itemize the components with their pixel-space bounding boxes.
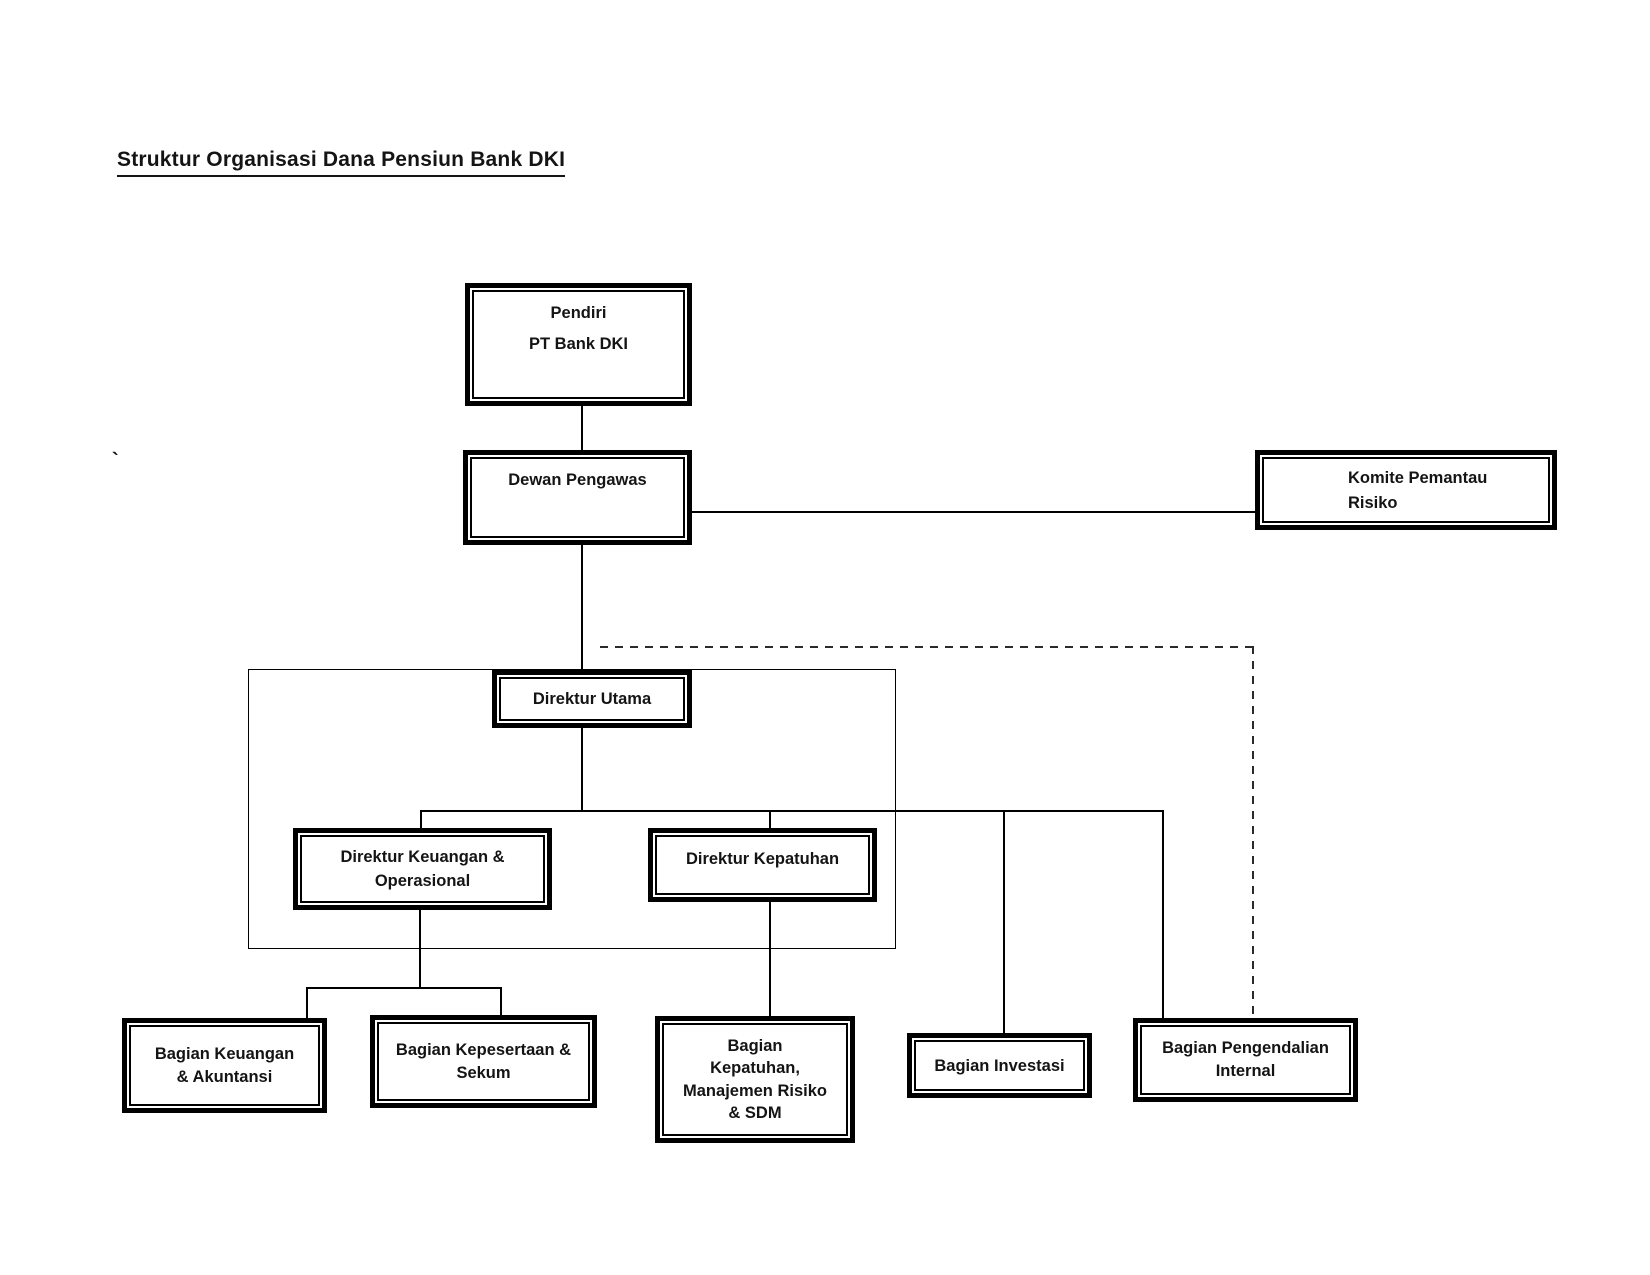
branch-line-direksi bbox=[420, 810, 1163, 812]
stub-branch-direktur-kepatuhan bbox=[769, 812, 771, 830]
node-pendiri: Pendiri PT Bank DKI bbox=[465, 283, 692, 406]
node-bagian-investasi-label: Bagian Investasi bbox=[914, 1040, 1085, 1091]
node-direktur-utama: Direktur Utama bbox=[492, 670, 692, 728]
node-direktur-kepatuhan: Direktur Kepatuhan bbox=[648, 828, 877, 902]
connector-dewan-direktur-utama bbox=[581, 545, 583, 672]
subbranch-line-keuangan bbox=[306, 987, 502, 989]
connector-branch-bagian-pengendalian bbox=[1162, 810, 1164, 1018]
node-bagian-investasi: Bagian Investasi bbox=[907, 1033, 1092, 1098]
node-dewan-pengawas: Dewan Pengawas bbox=[463, 450, 692, 545]
node-direktur-keuangan-operasional: Direktur Keuangan & Operasional bbox=[293, 828, 552, 910]
node-bagian-pengendalian-internal: Bagian Pengendalian Internal bbox=[1133, 1018, 1358, 1102]
node-bagian-kepatuhan-manajemen-risiko-sdm-label: Bagian Kepatuhan, Manajemen Risiko & SDM bbox=[662, 1023, 848, 1136]
node-bagian-kepesertaan-sekum: Bagian Kepesertaan & Sekum bbox=[370, 1015, 597, 1108]
dashed-connector-vertical bbox=[1252, 646, 1254, 1018]
stray-backtick-mark: ` bbox=[112, 450, 119, 472]
node-komite-pemantau-risiko-label: Komite Pemantau Risiko bbox=[1262, 457, 1550, 523]
connector-branch-bagian-investasi bbox=[1003, 812, 1005, 1033]
node-komite-pemantau-risiko: Komite Pemantau Risiko bbox=[1255, 450, 1557, 530]
node-bagian-kepesertaan-sekum-label: Bagian Kepesertaan & Sekum bbox=[377, 1022, 590, 1101]
connector-pendiri-dewan bbox=[581, 406, 583, 452]
node-bagian-keuangan-akuntansi-label: Bagian Keuangan & Akuntansi bbox=[129, 1025, 320, 1106]
connector-direktur-utama-branch bbox=[581, 728, 583, 810]
direksi-group-outline bbox=[248, 669, 896, 949]
stub-subbranch-bagian-keuangan bbox=[306, 989, 308, 1018]
node-direktur-utama-label: Direktur Utama bbox=[499, 677, 685, 721]
connector-dewan-komite bbox=[692, 511, 1255, 513]
node-pendiri-label: Pendiri PT Bank DKI bbox=[472, 290, 685, 399]
node-bagian-keuangan-akuntansi: Bagian Keuangan & Akuntansi bbox=[122, 1018, 327, 1113]
dashed-connector-horizontal bbox=[600, 646, 1254, 648]
node-dewan-pengawas-label: Dewan Pengawas bbox=[470, 457, 685, 538]
page-title: Struktur Organisasi Dana Pensiun Bank DK… bbox=[117, 148, 566, 177]
node-bagian-kepatuhan-manajemen-risiko-sdm: Bagian Kepatuhan, Manajemen Risiko & SDM bbox=[655, 1016, 855, 1143]
node-bagian-pengendalian-internal-label: Bagian Pengendalian Internal bbox=[1140, 1025, 1351, 1095]
connector-kepatuhan-bagian-sdm bbox=[769, 902, 771, 1018]
stub-subbranch-bagian-kepesertaan bbox=[500, 989, 502, 1015]
stub-branch-direktur-keuangan bbox=[420, 812, 422, 830]
node-direktur-keuangan-operasional-label: Direktur Keuangan & Operasional bbox=[300, 835, 545, 903]
connector-keuangan-subbranch bbox=[419, 910, 421, 989]
node-direktur-kepatuhan-label: Direktur Kepatuhan bbox=[655, 835, 870, 895]
